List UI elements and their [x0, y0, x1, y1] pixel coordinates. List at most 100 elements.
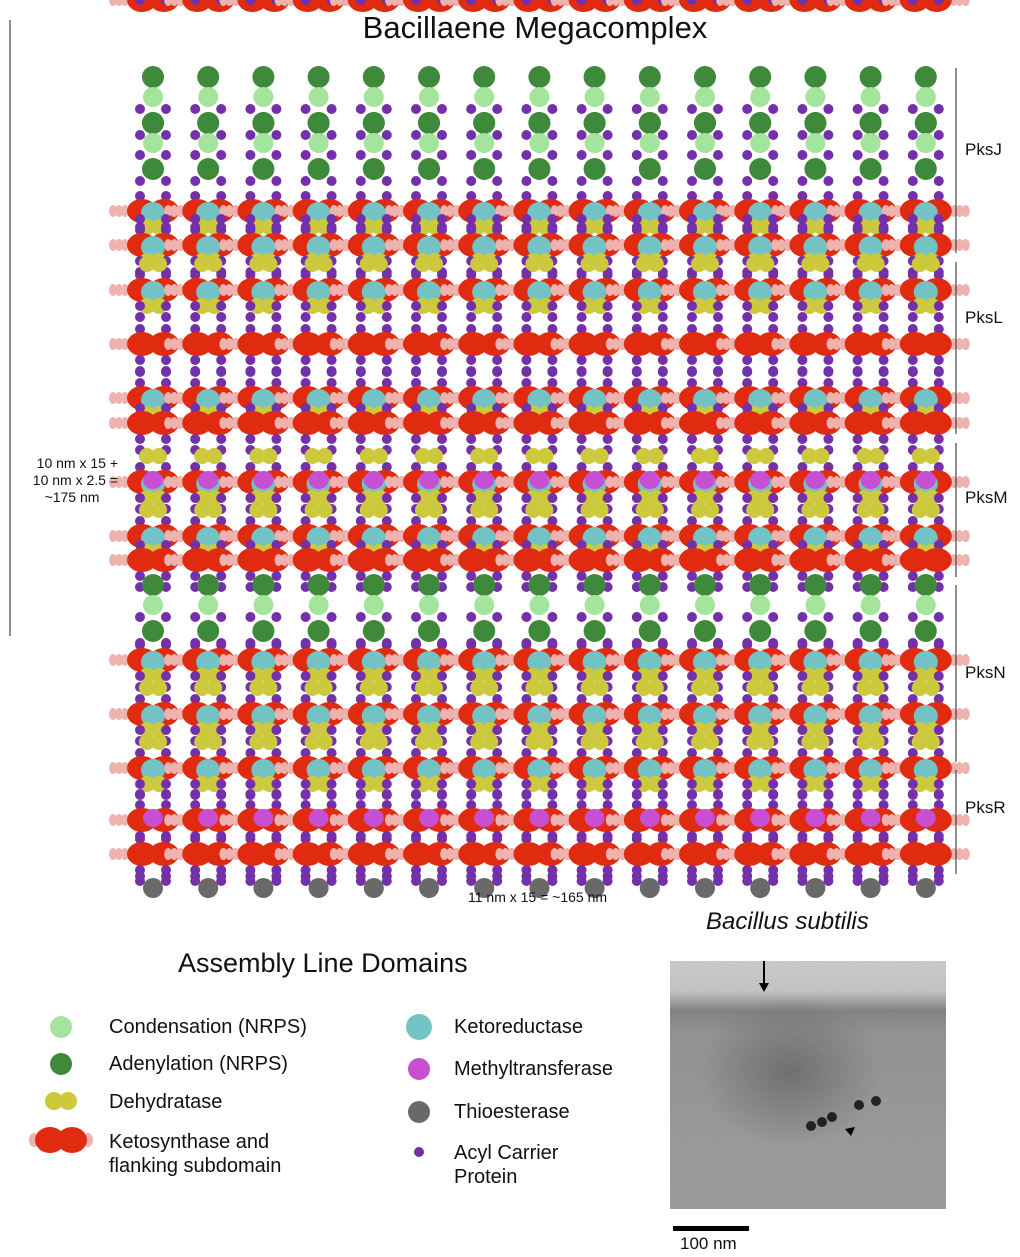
flanking-subdomain — [716, 0, 725, 6]
flanking-subdomain — [661, 417, 669, 429]
acyl-carrier-protein — [576, 640, 587, 650]
flanking-subdomain — [335, 205, 344, 217]
acyl-carrier-protein — [823, 789, 834, 799]
ketoreductase — [361, 759, 386, 781]
legend-label-condensation: Condensation (NRPS) — [109, 1016, 307, 1038]
acyl-carrier-protein — [657, 516, 668, 526]
ketosynthase-icon — [57, 1127, 87, 1153]
ketosynthase — [921, 411, 952, 435]
condensation — [419, 595, 439, 615]
adenylation — [914, 574, 937, 596]
flanking-subdomain — [329, 392, 338, 404]
acyl-carrier-protein — [466, 571, 477, 581]
flanking-subdomain — [170, 554, 179, 566]
acyl-carrier-protein — [326, 312, 337, 322]
flanking-subdomain — [826, 205, 835, 217]
acyl-carrier-protein — [521, 516, 532, 526]
acyl-carrier-protein — [768, 403, 779, 413]
dehydratase — [911, 502, 928, 518]
ketosynthase — [182, 842, 213, 866]
dehydratase — [635, 734, 652, 750]
flanking-subdomain — [771, 708, 780, 720]
adenylation — [694, 620, 716, 642]
ketoreductase — [196, 202, 221, 224]
acyl-carrier-protein — [602, 176, 613, 186]
acyl-carrier-protein — [271, 540, 282, 550]
flanking-subdomain — [495, 239, 504, 251]
acyl-carrier-protein — [245, 225, 256, 235]
flanking-subdomain — [893, 762, 902, 774]
flanking-subdomain — [391, 284, 399, 296]
acyl-carrier-protein — [713, 612, 723, 622]
acyl-carrier-protein — [576, 434, 587, 444]
acyl-carrier-protein — [245, 789, 256, 799]
acyl-carrier-protein — [687, 355, 697, 365]
flanking-subdomain — [452, 239, 461, 251]
acyl-carrier-protein — [657, 214, 668, 224]
acyl-carrier-protein — [907, 612, 918, 622]
acyl-carrier-protein — [657, 367, 668, 377]
ketosynthase — [701, 411, 731, 435]
flanking-subdomain — [495, 392, 504, 404]
flanking-subdomain — [341, 417, 350, 429]
ketoreductase — [748, 389, 773, 411]
flanking-subdomain — [887, 0, 896, 6]
acyl-carrier-protein — [271, 694, 282, 704]
flanking-subdomain — [673, 814, 681, 826]
ketosynthase — [369, 332, 400, 356]
condensation — [639, 595, 660, 615]
flanking-subdomain — [667, 814, 675, 826]
acyl-carrier-protein — [190, 270, 201, 280]
acyl-carrier-protein — [878, 493, 889, 503]
ketoreductase — [361, 527, 386, 549]
acyl-carrier-protein — [300, 367, 311, 377]
flanking-subdomain — [164, 205, 173, 217]
flanking-subdomain — [280, 848, 289, 860]
flanking-subdomain — [667, 0, 675, 6]
legend-label-thioesterase: Thioesterase — [454, 1101, 570, 1123]
flanking-subdomain — [777, 205, 786, 217]
acyl-carrier-protein — [411, 191, 421, 201]
dehydratase — [415, 734, 431, 750]
ketoreductase — [196, 651, 221, 673]
flanking-subdomain — [329, 476, 338, 488]
ketoreductase — [803, 236, 828, 258]
flanking-subdomain — [667, 392, 675, 404]
acyl-carrier-protein — [768, 214, 779, 224]
dehydratase — [703, 448, 719, 464]
acyl-carrier-protein — [381, 301, 392, 311]
flanking-subdomain — [397, 392, 405, 404]
flanking-subdomain — [280, 530, 289, 542]
acyl-carrier-protein — [768, 191, 779, 201]
acyl-carrier-protein — [797, 403, 808, 413]
dehydratase — [911, 448, 928, 464]
acyl-carrier-protein — [687, 130, 697, 140]
ketosynthase — [458, 548, 489, 572]
acyl-carrier-protein — [631, 150, 642, 160]
acyl-carrier-protein — [742, 571, 753, 581]
dehydratase — [911, 734, 928, 750]
ketosynthase — [369, 548, 400, 572]
acyl-carrier-protein — [768, 176, 779, 186]
dehydratase — [801, 734, 818, 750]
acyl-carrier-protein — [271, 176, 282, 186]
acyl-carrier-protein — [271, 725, 282, 735]
flanking-subdomain — [716, 417, 725, 429]
flanking-subdomain — [728, 284, 737, 296]
ketoreductase — [748, 202, 773, 224]
flanking-subdomain — [440, 239, 449, 251]
ketoreductase — [693, 705, 717, 727]
acyl-carrier-protein — [933, 0, 944, 5]
flanking-subdomain — [341, 762, 350, 774]
flanking-subdomain — [826, 762, 835, 774]
acyl-carrier-protein — [271, 355, 282, 365]
ketoreductase — [582, 651, 607, 673]
acyl-carrier-protein — [521, 571, 532, 581]
ketosynthase — [259, 411, 290, 435]
acyl-carrier-protein — [823, 130, 834, 140]
acyl-carrier-protein — [907, 789, 918, 799]
acyl-carrier-protein — [797, 612, 808, 622]
acyl-carrier-protein — [300, 540, 311, 550]
acyl-carrier-protein — [161, 191, 171, 201]
dehydratase — [194, 734, 211, 750]
